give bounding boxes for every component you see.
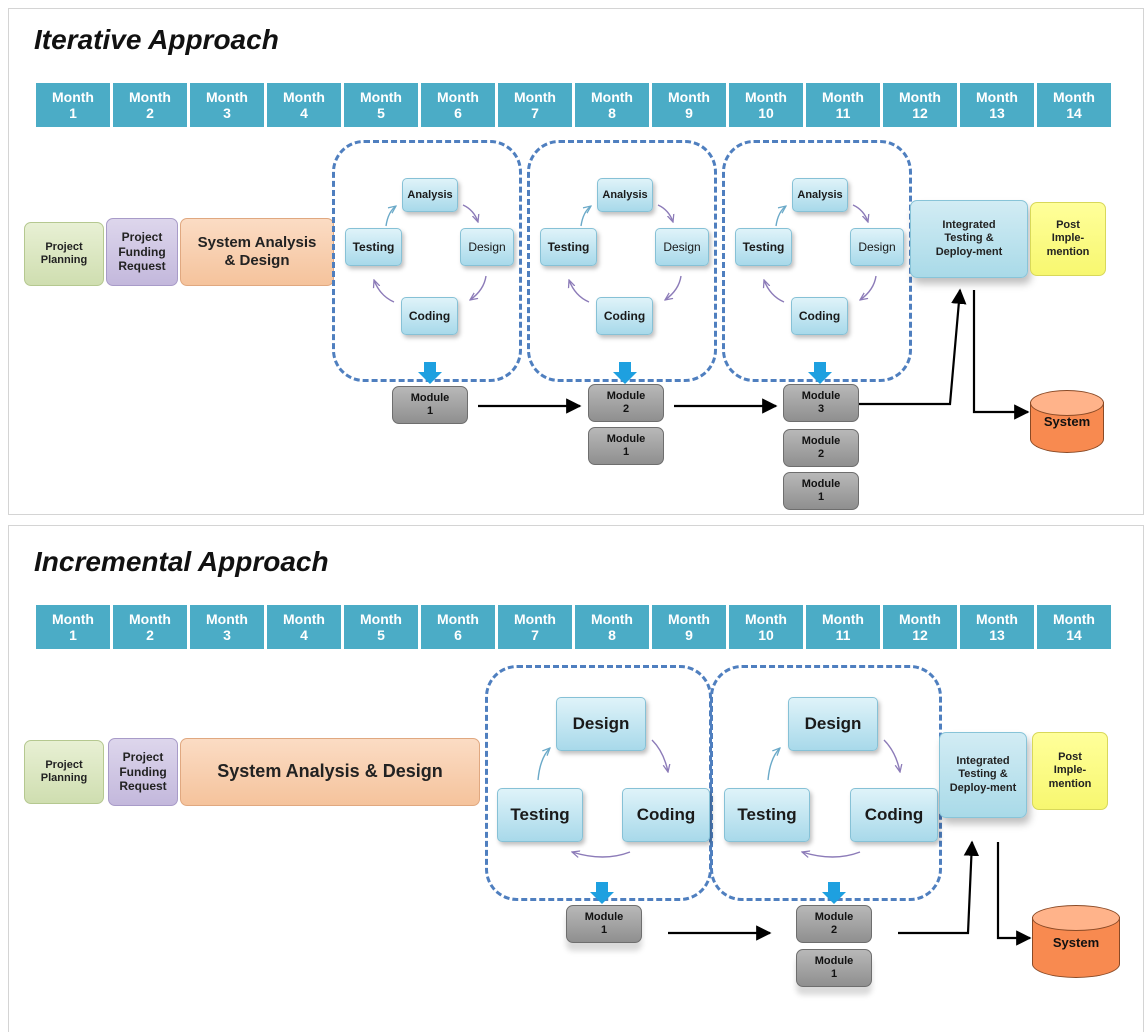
incremental-month-13: Month 13 <box>960 605 1037 649</box>
iterative-module-2-copy: Module 2 <box>783 429 859 467</box>
iterative-post-implementation: Post Imple-mention <box>1030 202 1106 276</box>
iterative-month-12: Month 12 <box>883 83 960 127</box>
iterative-title: Iterative Approach <box>34 24 279 55</box>
loop3-coding: Coding <box>791 297 848 335</box>
incremental-module-1: Module 1 <box>566 905 642 943</box>
iterative-module-3: Module 3 <box>783 384 859 422</box>
incremental-project-planning: Project Planning <box>24 740 104 804</box>
inc-flow-arrows <box>668 840 1032 946</box>
incremental-system-db-icon: System <box>1032 905 1120 979</box>
inc-loop2-design: Design <box>788 697 878 751</box>
iterative-module-2: Module 2 <box>588 384 664 422</box>
iter-cycle-arrows <box>374 204 877 303</box>
iterative-month-2: Month 2 <box>113 83 190 127</box>
inc-cycle-arrows <box>537 739 900 857</box>
incremental-month-9: Month 9 <box>652 605 729 649</box>
iterative-month-7: Month 7 <box>498 83 575 127</box>
iterative-module-1: Module 1 <box>392 386 468 424</box>
incremental-month-14: Month 14 <box>1037 605 1114 649</box>
loop1-analysis: Analysis <box>402 178 458 212</box>
loop3-design: Design <box>850 228 904 266</box>
iterative-project-planning: Project Planning <box>24 222 104 286</box>
down-arrow-icons <box>418 362 846 904</box>
iterative-integrated-testing: Integrated Testing & Deploy-ment <box>910 200 1028 278</box>
iterative-month-13: Month 13 <box>960 83 1037 127</box>
incremental-month-6: Month 6 <box>421 605 498 649</box>
iterative-month-6: Month 6 <box>421 83 498 127</box>
incremental-module-2: Module 2 <box>796 905 872 943</box>
inc-loop1-coding: Coding <box>622 788 710 842</box>
iterative-system-analysis: System Analysis & Design <box>180 218 334 286</box>
incremental-month-12: Month 12 <box>883 605 960 649</box>
iterative-month-8: Month 8 <box>575 83 652 127</box>
loop2-analysis: Analysis <box>597 178 653 212</box>
iterative-month-4: Month 4 <box>267 83 344 127</box>
inc-loop2-coding: Coding <box>850 788 938 842</box>
incremental-month-11: Month 11 <box>806 605 883 649</box>
incremental-month-10: Month 10 <box>729 605 806 649</box>
incremental-month-7: Month 7 <box>498 605 575 649</box>
iterative-month-10: Month 10 <box>729 83 806 127</box>
loop2-coding: Coding <box>596 297 653 335</box>
incremental-month-3: Month 3 <box>190 605 267 649</box>
iterative-month-3: Month 3 <box>190 83 267 127</box>
iterative-month-14: Month 14 <box>1037 83 1114 127</box>
loop3-analysis: Analysis <box>792 178 848 212</box>
incremental-month-5: Month 5 <box>344 605 421 649</box>
inc-loop2-testing: Testing <box>724 788 810 842</box>
inc-loop1-design: Design <box>556 697 646 751</box>
incremental-module-1-copy: Module 1 <box>796 949 872 987</box>
inc-loop1-testing: Testing <box>497 788 583 842</box>
iterative-month-1: Month 1 <box>36 83 113 127</box>
iterative-module-1-copy2: Module 1 <box>783 472 859 510</box>
iterative-month-11: Month 11 <box>806 83 883 127</box>
incremental-month-8: Month 8 <box>575 605 652 649</box>
incremental-title: Incremental Approach <box>34 546 329 577</box>
incremental-integrated-testing: Integrated Testing & Deploy-ment <box>939 732 1027 818</box>
iterative-project-funding: Project Funding Request <box>106 218 178 286</box>
iterative-month-5: Month 5 <box>344 83 421 127</box>
loop3-testing: Testing <box>735 228 792 266</box>
loop1-design: Design <box>460 228 514 266</box>
iterative-module-1-copy: Module 1 <box>588 427 664 465</box>
incremental-month-4: Month 4 <box>267 605 344 649</box>
incremental-month-1: Month 1 <box>36 605 113 649</box>
loop1-testing: Testing <box>345 228 402 266</box>
loop1-coding: Coding <box>401 297 458 335</box>
iter-flow-arrows <box>478 288 1030 420</box>
loop2-design: Design <box>655 228 709 266</box>
iterative-system-db-icon: System <box>1030 390 1104 454</box>
iterative-month-9: Month 9 <box>652 83 729 127</box>
incremental-month-2: Month 2 <box>113 605 190 649</box>
incremental-project-funding: Project Funding Request <box>108 738 178 806</box>
loop2-testing: Testing <box>540 228 597 266</box>
incremental-post-implementation: Post Imple-mention <box>1032 732 1108 810</box>
incremental-system-analysis: System Analysis & Design <box>180 738 480 806</box>
